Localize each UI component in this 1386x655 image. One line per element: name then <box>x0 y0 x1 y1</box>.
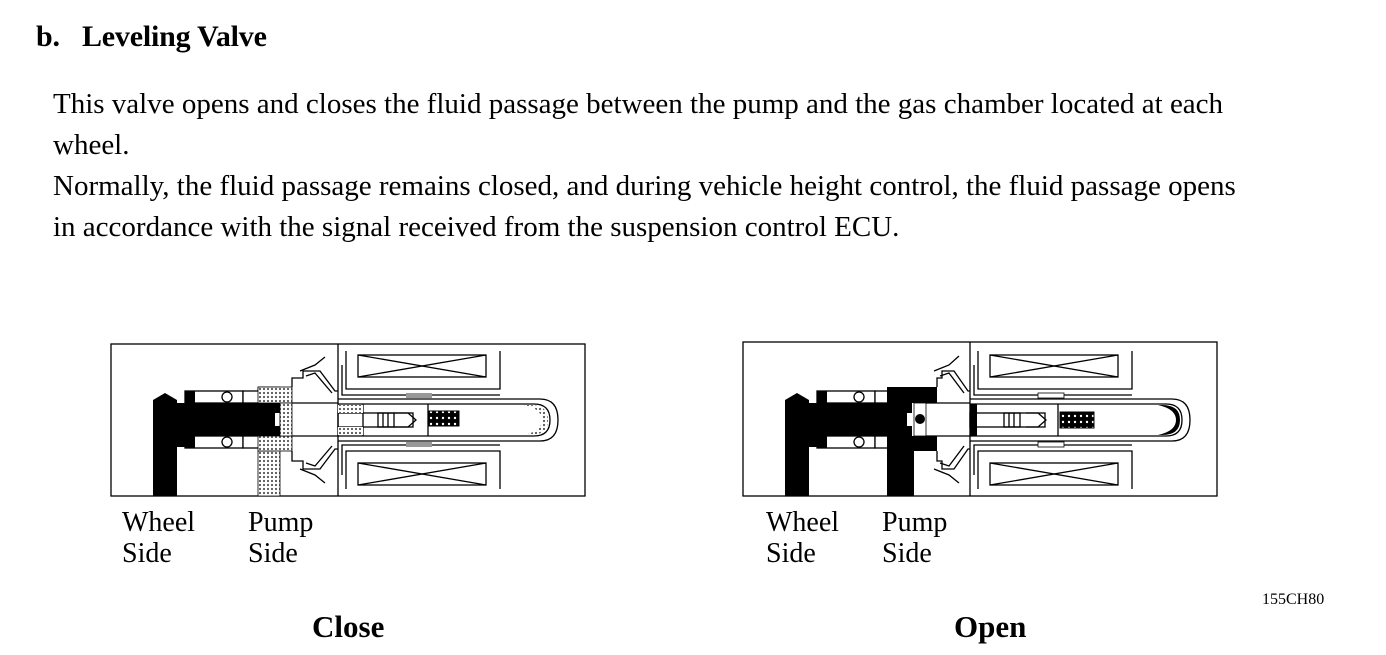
paragraph-1: This valve opens and closes the fluid pa… <box>53 84 1383 166</box>
paragraph-line: in accordance with the signal received f… <box>53 211 900 243</box>
wheel-side-label-open: Wheel Side <box>766 507 839 569</box>
pump-side-label-open: Pump Side <box>882 507 947 569</box>
label-line: Side <box>882 538 932 569</box>
valve-closed-svg <box>110 343 586 497</box>
label-line: Wheel <box>766 507 840 538</box>
valve-diagram-open <box>742 341 1218 497</box>
label-line: Side <box>122 538 172 569</box>
pump-side-label-closed: Pump Side <box>248 507 313 569</box>
paragraph-2: Normally, the fluid passage remains clos… <box>53 166 1383 248</box>
label-line: Wheel <box>122 507 196 538</box>
caption-open: Open <box>954 609 1027 644</box>
caption-close: Close <box>312 609 385 644</box>
paragraph-line: Normally, the fluid passage remains clos… <box>53 170 1236 202</box>
label-line: Side <box>766 538 816 569</box>
label-line: Pump <box>248 507 314 538</box>
section-title: Leveling Valve <box>82 20 267 53</box>
wheel-side-label-closed: Wheel Side <box>122 507 195 569</box>
valve-open-svg <box>742 341 1218 497</box>
section-number: b. <box>36 20 60 53</box>
label-line: Pump <box>882 507 948 538</box>
paragraph-line: This valve opens and closes the fluid pa… <box>53 88 1224 120</box>
section-heading: b. Leveling Valve <box>36 20 267 54</box>
figure-code: 155CH80 <box>1262 591 1325 608</box>
paragraph-line: wheel. <box>53 129 130 161</box>
pump-side-fluid <box>887 387 914 496</box>
label-line: Side <box>248 538 298 569</box>
valve-diagram-closed <box>110 343 586 497</box>
